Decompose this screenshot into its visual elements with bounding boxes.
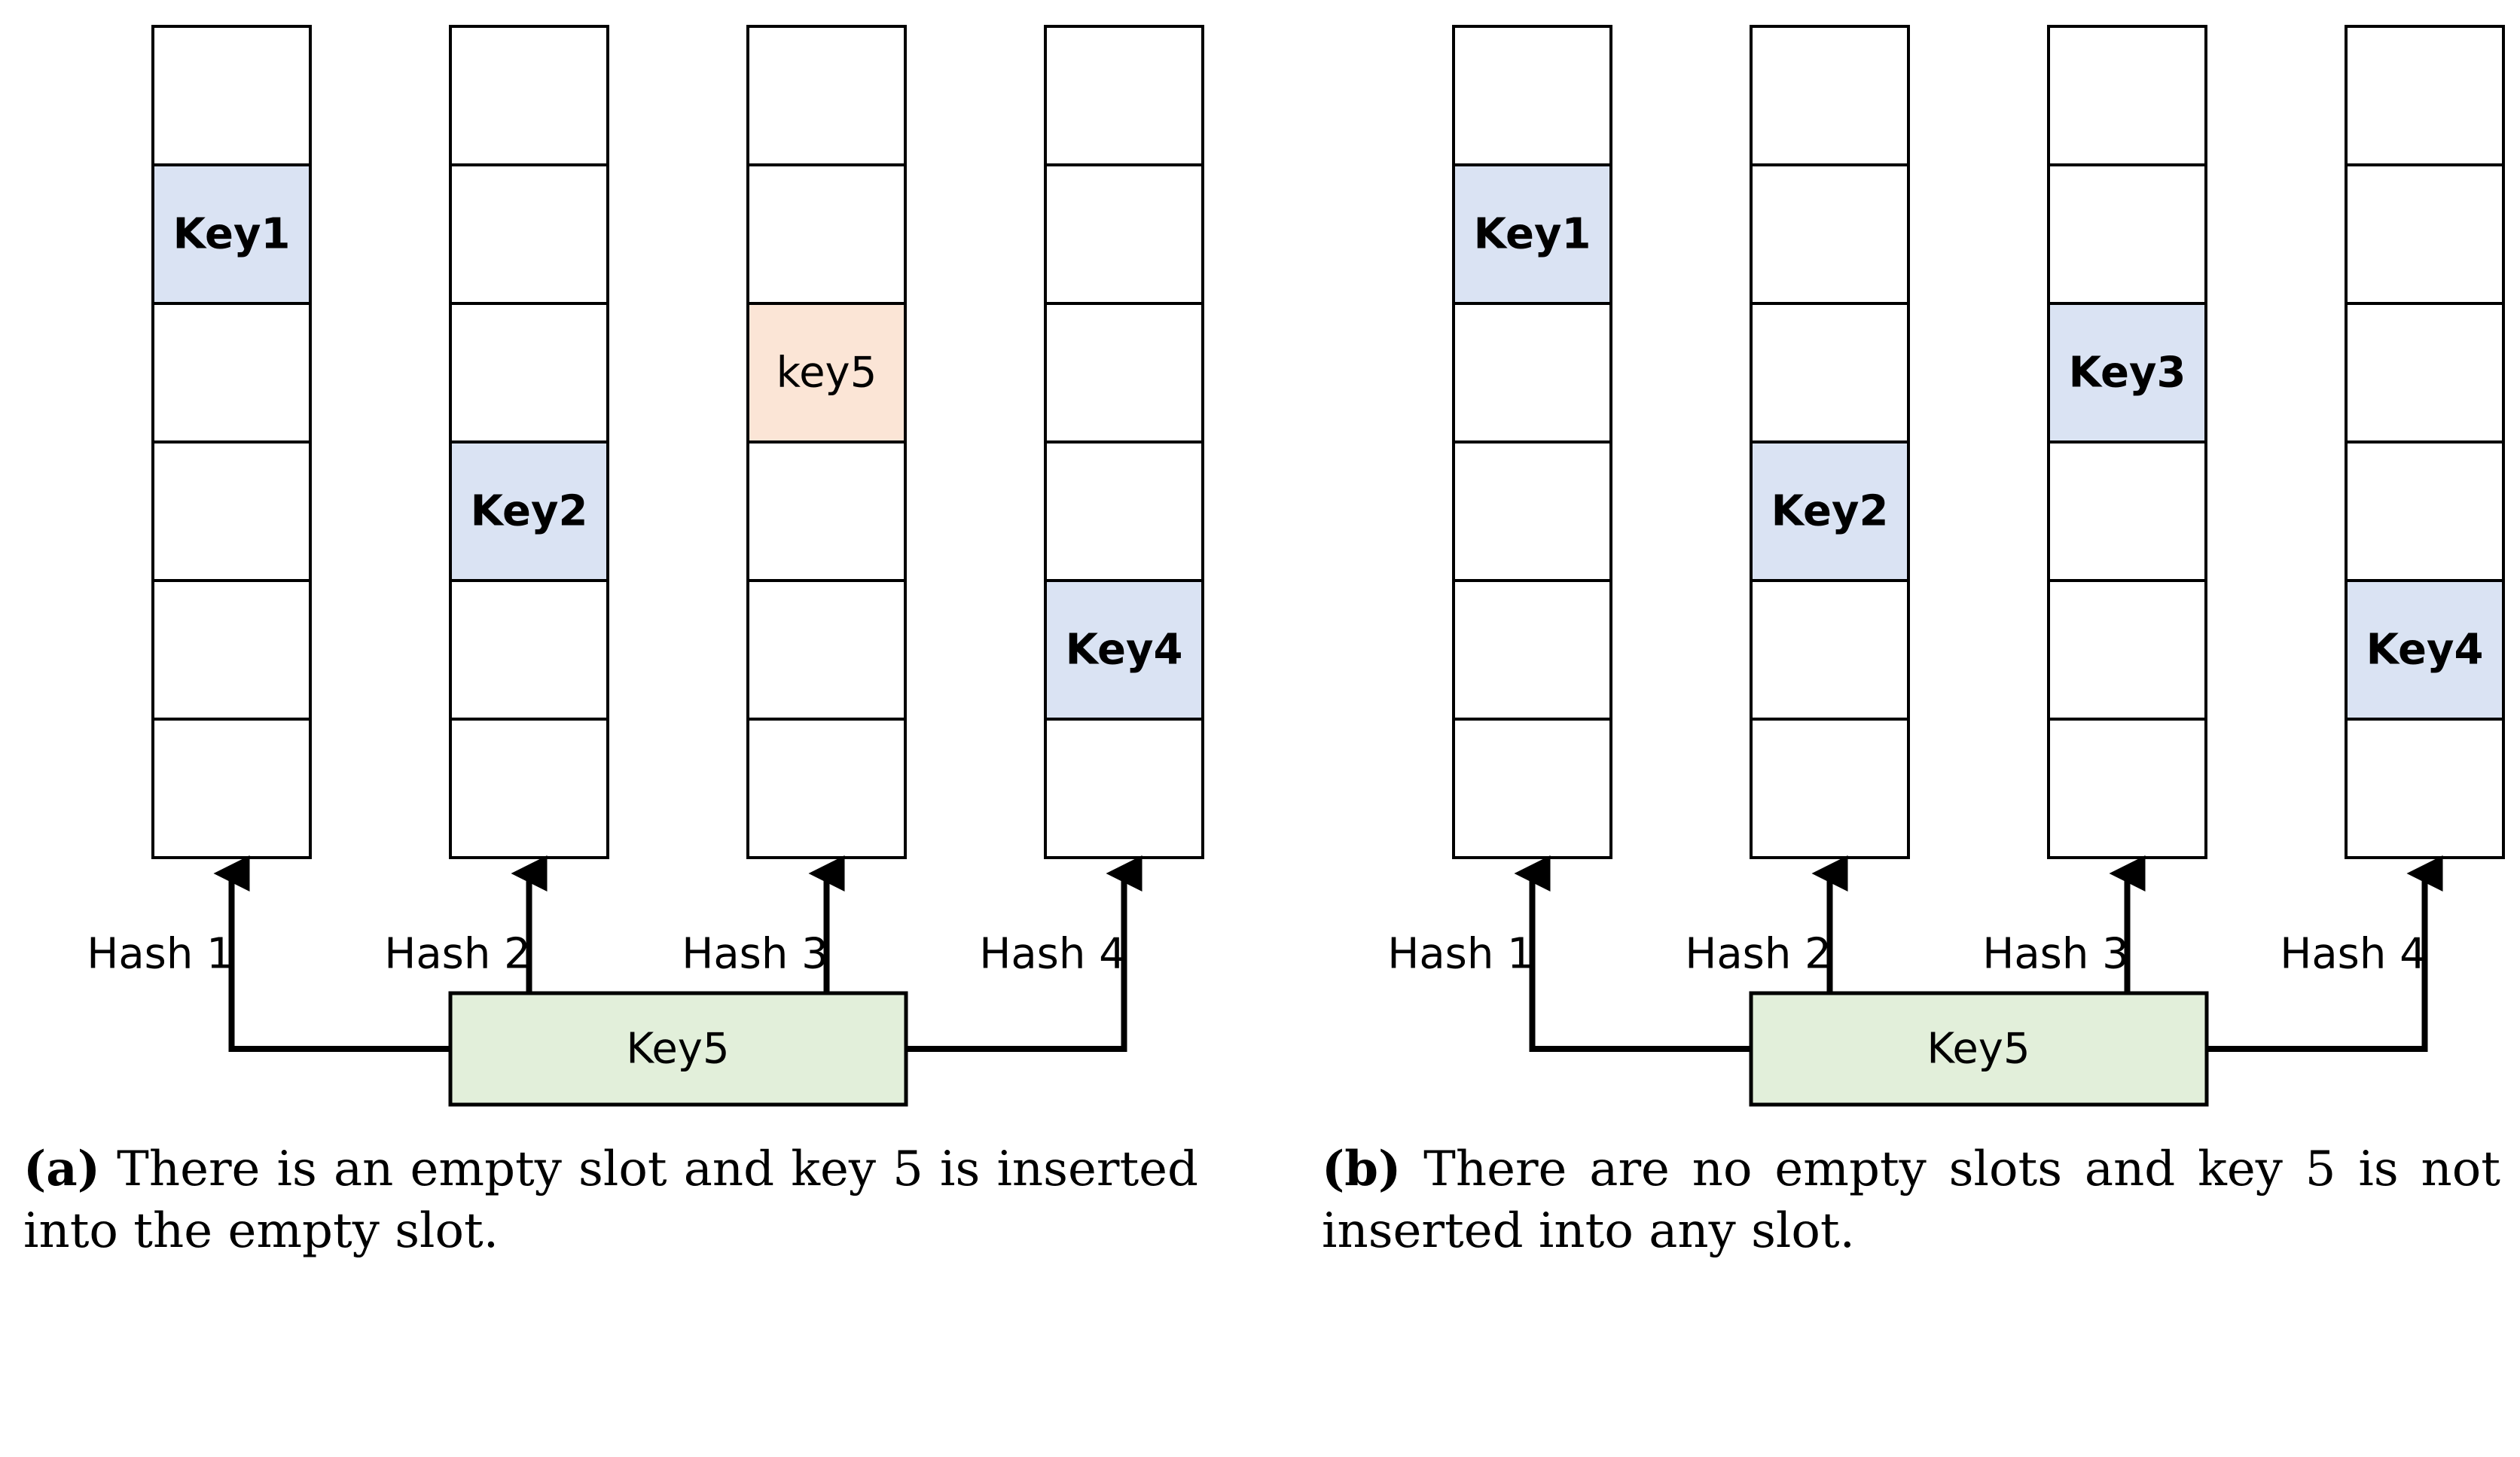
table-slot [1750, 163, 1910, 305]
table-slot [1044, 440, 1204, 582]
table-slot [1044, 163, 1204, 305]
slot-key-label: key5 [776, 349, 877, 398]
caption-a: (a) There is an empty slot and key 5 is … [23, 1138, 1198, 1262]
table-slot [746, 440, 907, 582]
table-slot [1452, 302, 1612, 444]
hash-table-2: Key2 [449, 25, 609, 859]
table-slot [449, 718, 609, 859]
table-slot [151, 579, 312, 721]
table-slot [2345, 25, 2505, 166]
hash-label-1: Hash 1 [87, 930, 233, 979]
table-slot [1750, 25, 1910, 166]
table-slot [2047, 718, 2207, 859]
table-slot [1750, 718, 1910, 859]
table-slot [1044, 25, 1204, 166]
source-key-box: Key5 [1749, 991, 2209, 1107]
table-slot [2047, 25, 2207, 166]
caption-a-label: (a) [23, 1141, 101, 1197]
hash-label-2: Hash 2 [384, 930, 531, 979]
table-slot [746, 163, 907, 305]
table-slot: Key2 [449, 440, 609, 582]
table-slot [1044, 302, 1204, 444]
slot-key-label: Key2 [1771, 487, 1889, 536]
table-slot [2345, 718, 2505, 859]
table-slot [151, 302, 312, 444]
slot-key-label: Key1 [173, 210, 291, 259]
table-slot: Key3 [2047, 302, 2207, 444]
table-slot: Key2 [1750, 440, 1910, 582]
hash-label-3: Hash 3 [682, 930, 828, 979]
caption-b: (b) There are no empty slots and key 5 i… [1322, 1138, 2500, 1262]
table-slot [1452, 25, 1612, 166]
hash-label-4: Hash 4 [2280, 930, 2427, 979]
caption-b-text: There are no empty slots and key 5 is no… [1322, 1142, 2500, 1259]
hash-label-1: Hash 1 [1387, 930, 1534, 979]
slot-key-label: Key4 [1066, 626, 1183, 675]
caption-a-text: There is an empty slot and key 5 is inse… [23, 1142, 1199, 1259]
table-slot: Key1 [151, 163, 312, 305]
table-slot [449, 163, 609, 305]
hash-label-3: Hash 3 [1982, 930, 2129, 979]
slot-key-label: Key2 [471, 487, 588, 536]
table-slot [2345, 302, 2505, 444]
table-slot [449, 25, 609, 166]
hash-table-2: Key2 [1750, 25, 1910, 859]
table-slot [1452, 718, 1612, 859]
hash-table-3: key5 [746, 25, 907, 859]
table-slot [2047, 440, 2207, 582]
table-slot: Key1 [1452, 163, 1612, 305]
table-slot [2345, 163, 2505, 305]
table-slot [1750, 579, 1910, 721]
hash-label-2: Hash 2 [1685, 930, 1832, 979]
table-slot [1044, 718, 1204, 859]
hash-table-4: Key4 [2345, 25, 2505, 859]
hash-table-3: Key3 [2047, 25, 2207, 859]
table-slot [449, 302, 609, 444]
caption-b-label: (b) [1322, 1141, 1402, 1197]
table-slot [746, 25, 907, 166]
hash-table-1: Key1 [1452, 25, 1612, 859]
source-key-box: Key5 [448, 991, 908, 1107]
slot-key-label: Key1 [1474, 210, 1591, 259]
table-slot [1452, 579, 1612, 721]
table-slot [746, 718, 907, 859]
table-slot [2047, 163, 2207, 305]
hash-label-4: Hash 4 [979, 930, 1126, 979]
table-slot [2047, 579, 2207, 721]
hash-table-1: Key1 [151, 25, 312, 859]
table-slot [449, 579, 609, 721]
table-slot [151, 718, 312, 859]
table-slot [151, 25, 312, 166]
table-slot: key5 [746, 302, 907, 444]
table-slot [746, 579, 907, 721]
table-slot [151, 440, 312, 582]
table-slot [2345, 440, 2505, 582]
table-slot [1750, 302, 1910, 444]
hash-table-4: Key4 [1044, 25, 1204, 859]
table-slot [1452, 440, 1612, 582]
table-slot: Key4 [2345, 579, 2505, 721]
slot-key-label: Key3 [2069, 349, 2186, 398]
source-key-label: Key5 [626, 1025, 729, 1074]
slot-key-label: Key4 [2366, 626, 2484, 675]
source-key-label: Key5 [1927, 1025, 2030, 1074]
table-slot: Key4 [1044, 579, 1204, 721]
